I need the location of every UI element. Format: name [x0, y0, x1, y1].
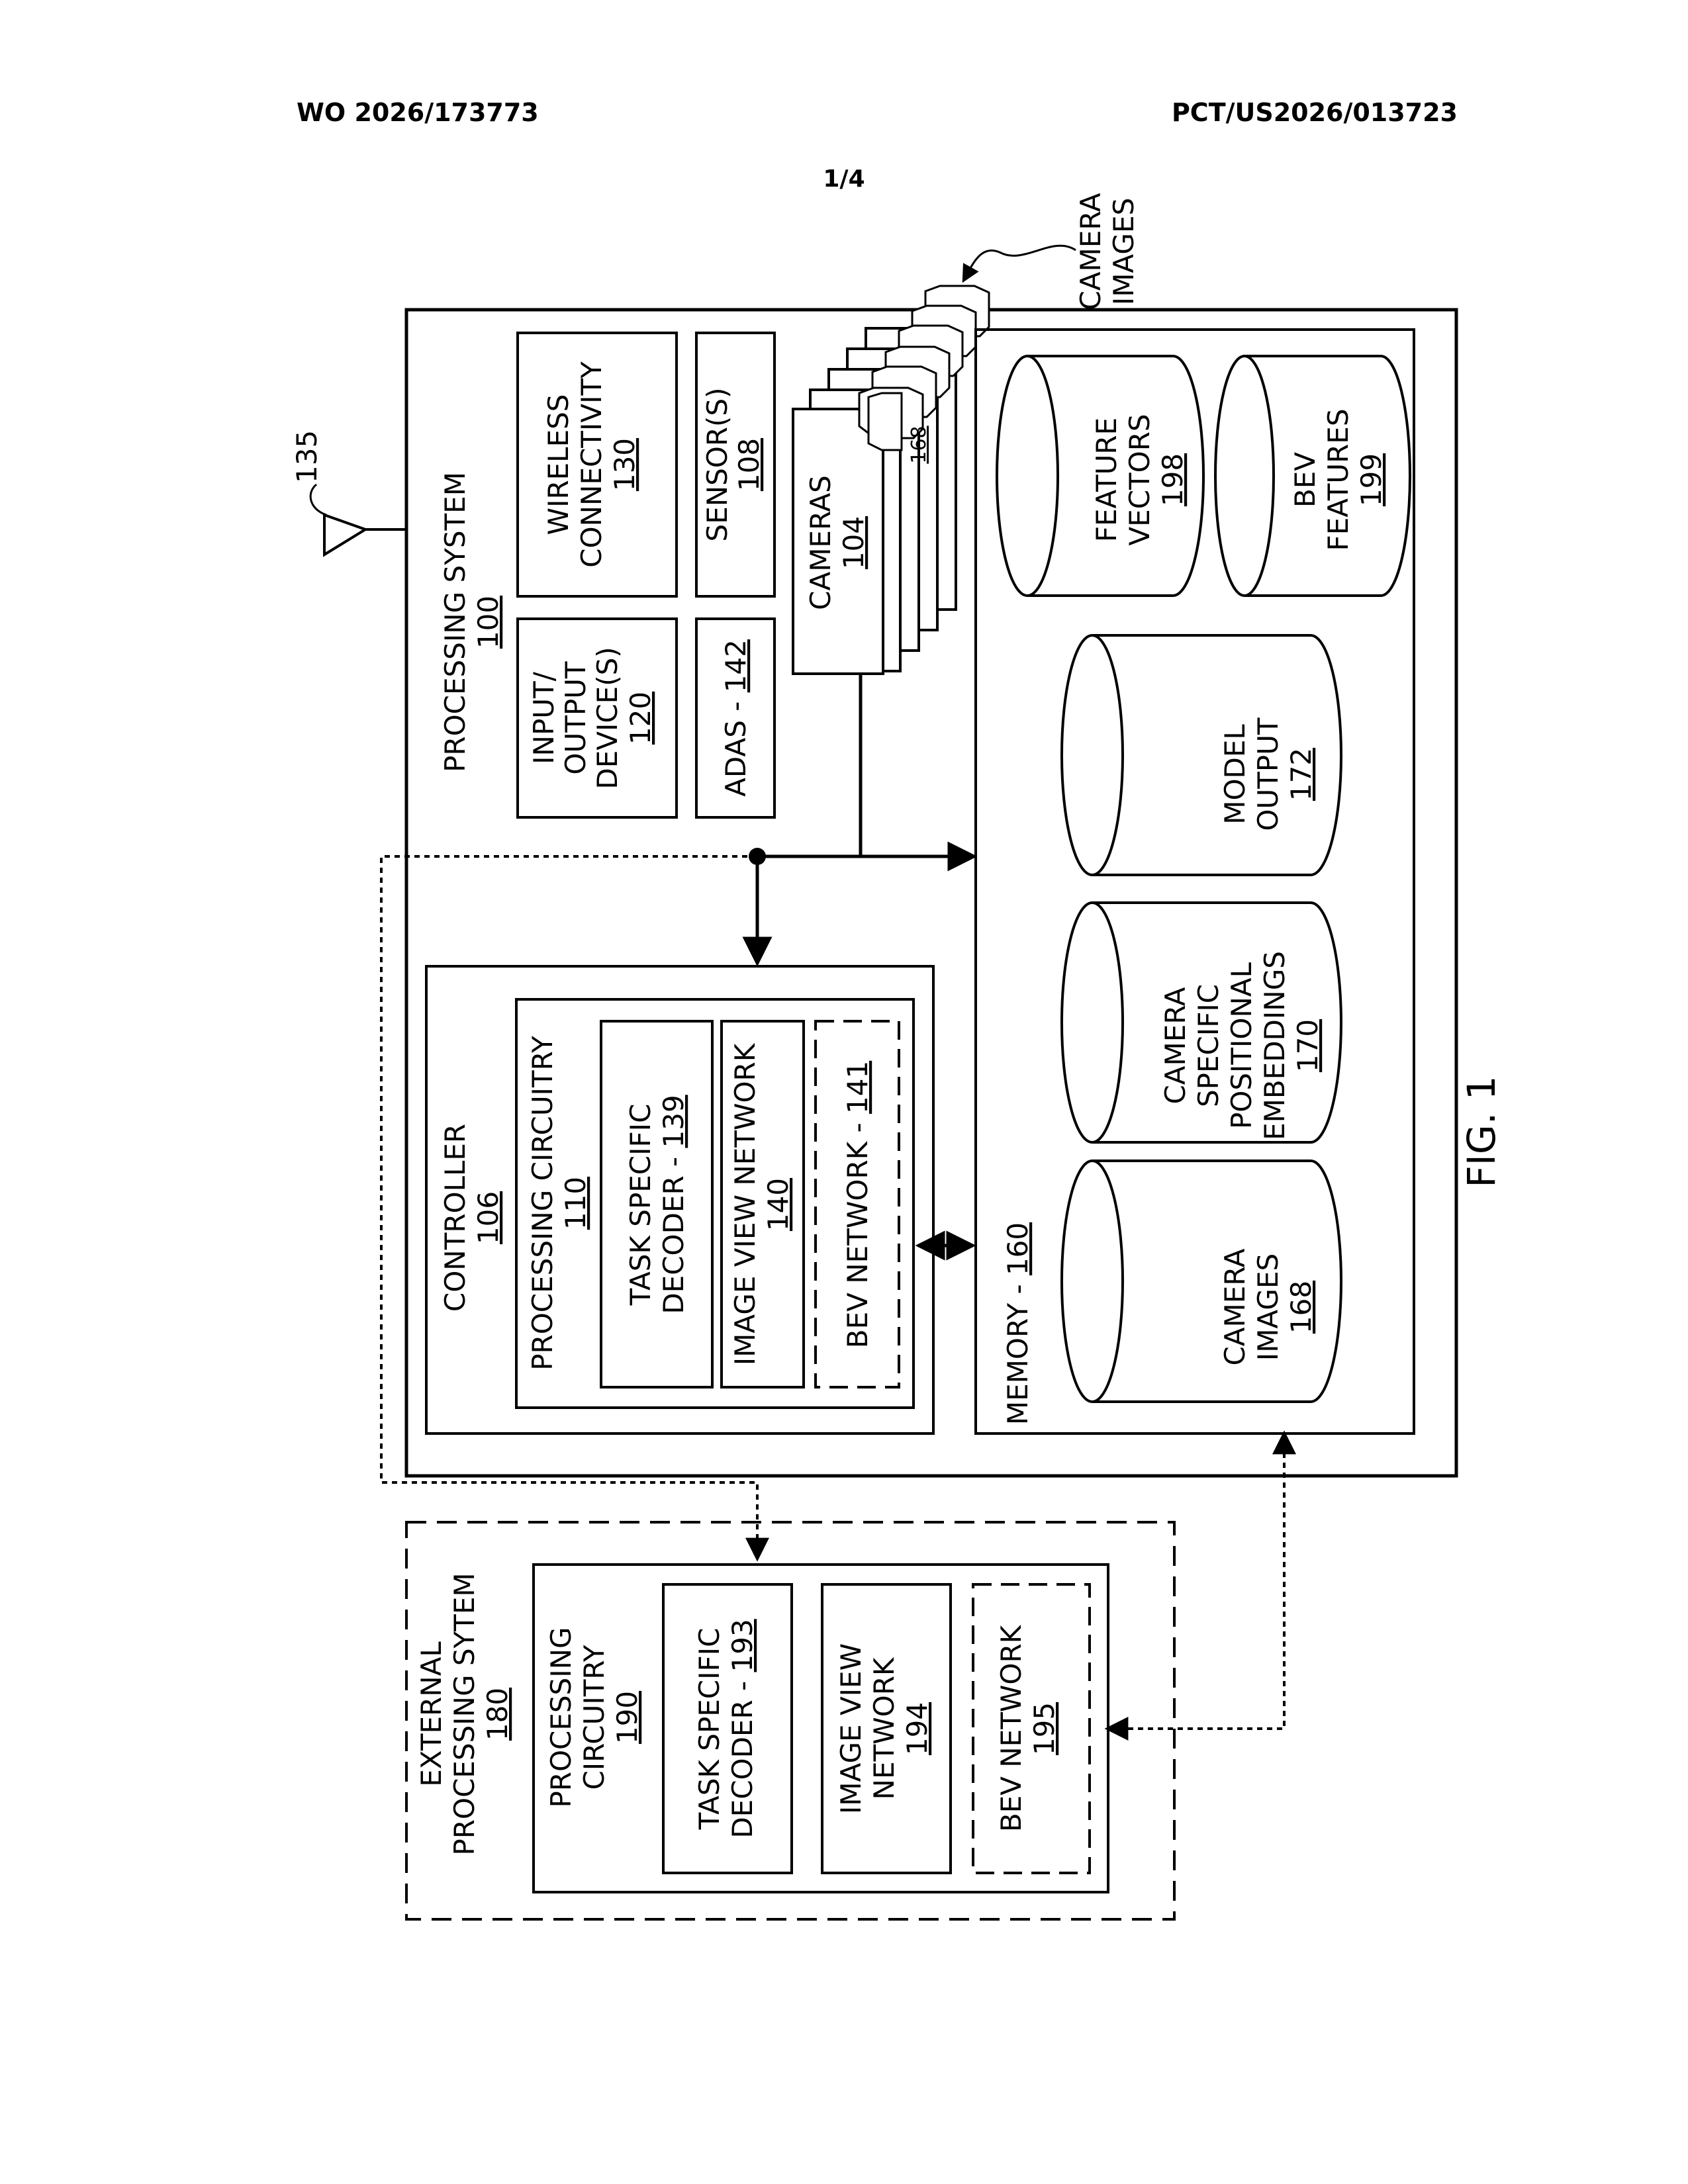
adas-label: ADAS - 142	[720, 639, 752, 797]
feature-vectors-line2: VECTORS	[1123, 414, 1156, 545]
sensors-label: SENSOR(S)	[701, 388, 733, 542]
model-output-line2: OUTPUT	[1252, 717, 1284, 831]
bev-features-line1: BEV	[1289, 452, 1321, 508]
processing-system-label: PROCESSING SYSTEM	[439, 472, 471, 772]
cameras-label: CAMERAS	[804, 475, 837, 610]
input-output-line3: DEVICE(S)	[591, 647, 624, 789]
processing-system-ref: 100	[472, 596, 504, 649]
external-system-line1: EXTERNAL	[415, 1641, 447, 1787]
bev-features-ref: 199	[1355, 453, 1387, 506]
bev-141-ref: 141	[841, 1061, 874, 1114]
processing-circuitry-190-line1: PROCESSING	[545, 1627, 577, 1807]
task-decoder-193-ref: 193	[726, 1619, 759, 1672]
antenna-ref: 135	[291, 430, 323, 483]
positional-embeddings-line2: SPECIFIC	[1192, 984, 1225, 1107]
processing-circuitry-110-label: PROCESSING CIRCUITRY	[526, 1036, 559, 1371]
positional-embeddings-line3: POSITIONAL	[1225, 962, 1258, 1129]
bus-lines	[757, 674, 974, 964]
camera-images-callout-line1: CAMERA	[1074, 193, 1107, 310]
bev-141-label: BEV NETWORK - 141	[841, 1061, 874, 1348]
feature-vectors-line1: FEATURE	[1090, 418, 1123, 542]
task-decoder-193-line2: DECODER - 193	[726, 1619, 759, 1838]
bev-195-label: BEV NETWORK	[995, 1624, 1027, 1832]
processing-circuitry-110-ref: 110	[559, 1177, 592, 1230]
adas-ref: 142	[720, 639, 752, 692]
camera-images-store-ref: 168	[1285, 1281, 1317, 1334]
figure-label: FIG. 1	[1459, 1075, 1504, 1187]
controller-label: CONTROLLER	[439, 1124, 471, 1312]
task-decoder-139-line2: DECODER - 139	[657, 1095, 690, 1314]
wireless-line2: CONNECTIVITY	[575, 361, 608, 568]
wireless-ref: 130	[608, 438, 641, 491]
task-decoder-139-line1: TASK SPECIFIC	[624, 1104, 657, 1306]
model-output-ref: 172	[1285, 748, 1317, 801]
task-decoder-193-line1: TASK SPECIFIC	[693, 1628, 726, 1831]
image-view-140-label: IMAGE VIEW NETWORK	[729, 1042, 761, 1365]
wireless-line1: WIRELESS	[542, 394, 575, 535]
camera-images-store-line2: IMAGES	[1252, 1253, 1284, 1361]
image-view-140-ref: 140	[762, 1178, 794, 1231]
positional-embeddings-line4: EMBEDDINGS	[1258, 951, 1291, 1140]
positional-embeddings-ref: 170	[1291, 1019, 1324, 1072]
image-view-194-line1: IMAGE VIEW	[835, 1643, 867, 1814]
sensors-ref: 108	[733, 438, 765, 491]
input-output-ref: 120	[624, 692, 657, 745]
task-decoder-139-box	[601, 1021, 712, 1387]
bev-features-line2: FEATURES	[1322, 409, 1354, 551]
external-system-line2: PROCESSING SYTEM	[448, 1572, 481, 1855]
external-system-ref: 180	[481, 1688, 514, 1741]
memory-label: MEMORY - 160	[1002, 1222, 1034, 1425]
positional-embeddings-line1: CAMERA	[1159, 987, 1192, 1104]
camera-images-store-line1: CAMERA	[1219, 1248, 1251, 1365]
processing-circuitry-190-line2: CIRCUITRY	[578, 1645, 610, 1790]
camera-icon-ref: 168	[908, 426, 931, 463]
bev-195-ref: 195	[1028, 1702, 1060, 1755]
controller-ref: 106	[472, 1191, 504, 1244]
antenna-icon	[310, 484, 406, 555]
cameras-ref: 104	[837, 516, 870, 569]
input-output-line1: INPUT/	[528, 671, 560, 764]
task-decoder-139-ref: 139	[657, 1095, 690, 1148]
feature-vectors-ref: 198	[1156, 453, 1189, 506]
image-view-194-line2: NETWORK	[868, 1657, 900, 1799]
memory-ref: 160	[1002, 1222, 1034, 1275]
processing-circuitry-190-ref: 190	[611, 1691, 643, 1744]
image-view-194-ref: 194	[901, 1702, 933, 1755]
callout-leader	[963, 246, 1076, 281]
camera-images-callout-line2: IMAGES	[1107, 198, 1140, 305]
model-output-line1: MODEL	[1219, 724, 1251, 825]
input-output-line2: OUTPUT	[559, 661, 592, 775]
